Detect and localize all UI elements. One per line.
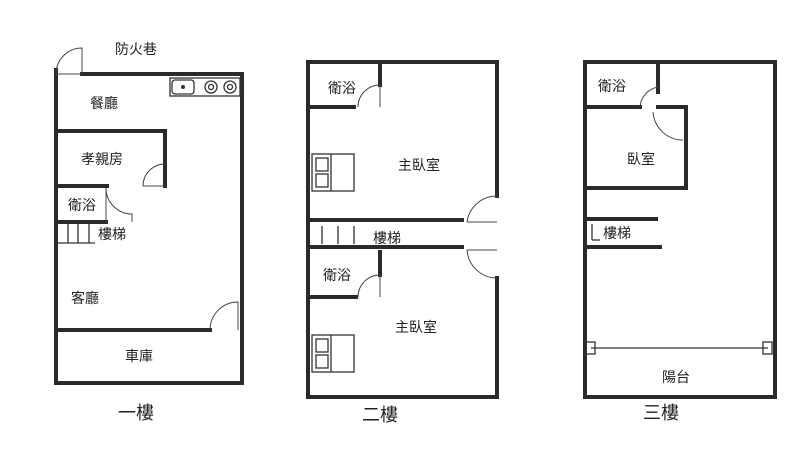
- bedroom-3-wall: [583, 105, 688, 190]
- stair-door-upper: [466, 195, 498, 223]
- floor-1-plan: 防火巷 餐廳 孝親房 衛浴 樓梯 客廳 車庫 一樓: [54, 42, 244, 424]
- label-garage: 車庫: [125, 348, 153, 365]
- kitchen-counter: [169, 77, 241, 97]
- label-living: 客廳: [71, 290, 99, 307]
- bed-icon: [311, 334, 355, 373]
- floor-1-title: 一樓: [118, 403, 154, 424]
- label-bath-1: 衛浴: [68, 198, 96, 214]
- stove-burner-icon: [223, 80, 237, 94]
- bath-2a-door: [357, 84, 381, 108]
- floor-2-plan: 衛浴 主臥室 樓梯 衛浴 主臥室 二樓: [306, 60, 499, 426]
- floor-1-entry-door: [55, 47, 83, 75]
- label-dining: 餐廳: [90, 95, 118, 112]
- label-stairs-3: 樓梯: [603, 226, 631, 242]
- stairs-3-icon: [591, 224, 600, 241]
- floor-1-outer-wall: [54, 68, 244, 385]
- label-balcony: 陽台: [662, 370, 690, 386]
- balcony-railing: [585, 341, 773, 355]
- label-master-2b: 主臥室: [395, 319, 437, 336]
- floor-2-title: 二樓: [362, 405, 398, 426]
- label-fire-lane: 防火巷: [115, 42, 157, 58]
- label-elder-room: 孝親房: [81, 152, 123, 168]
- label-bath-2b: 衛浴: [323, 268, 351, 284]
- sink-icon: [171, 79, 195, 95]
- floor-3-plan: 衛浴 臥室 樓梯 陽台 三樓: [583, 60, 777, 424]
- label-stairs-2: 樓梯: [373, 231, 401, 247]
- label-stairs-1: 樓梯: [98, 227, 126, 243]
- label-bedroom-3: 臥室: [627, 151, 655, 168]
- floor-2-outer-wall: [306, 60, 499, 399]
- stair-door-lower: [466, 249, 498, 279]
- label-bath-2a: 衛浴: [328, 81, 356, 97]
- label-bath-3: 衛浴: [598, 79, 626, 95]
- floor-3-title: 三樓: [643, 403, 679, 424]
- bath-2b-door: [357, 274, 381, 298]
- bath-1-door: [105, 187, 133, 222]
- floor-3-outer-wall: [583, 60, 777, 399]
- bedroom-3-door: [652, 111, 684, 141]
- garage-door: [209, 301, 239, 331]
- stove-burner-icon: [204, 80, 218, 94]
- bed-icon: [311, 153, 355, 192]
- stairs-1-icon: [56, 224, 95, 244]
- stairs-2-icon: [321, 226, 355, 244]
- bath-3-door: [639, 86, 659, 108]
- label-master-2a: 主臥室: [398, 157, 440, 174]
- elder-room-wall: [54, 129, 167, 188]
- elder-room-door: [142, 163, 166, 187]
